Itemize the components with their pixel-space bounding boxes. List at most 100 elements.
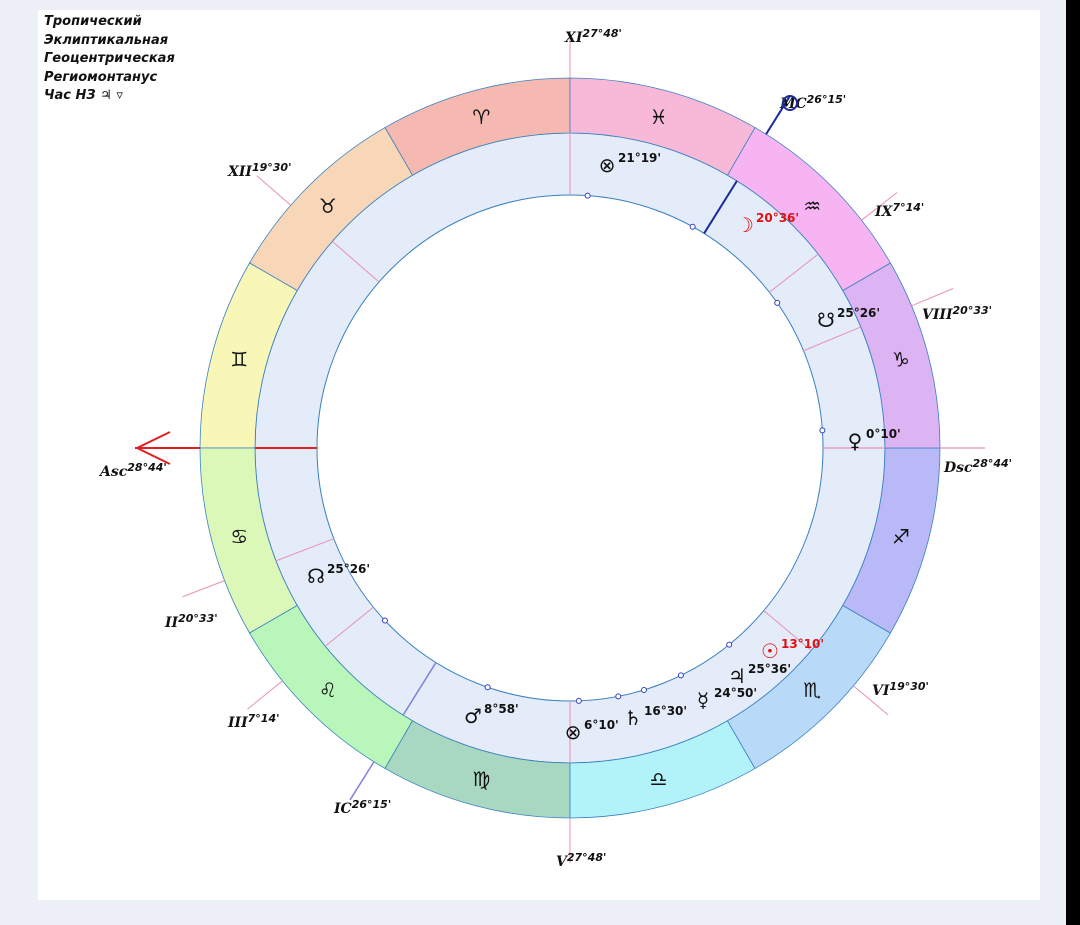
cusp-label-dsc: Dsc28°44' xyxy=(943,457,1012,476)
cusp-name: VIII xyxy=(922,307,953,323)
cusp-degree: 28°44' xyxy=(973,457,1012,470)
jupiter-icon: ♃ xyxy=(728,664,746,688)
cusp-line-outer-mc xyxy=(765,95,791,135)
gemini-icon: ♊ xyxy=(230,347,248,371)
capricorn-icon: ♑ xyxy=(892,347,910,371)
saturn-icon: ♄ xyxy=(624,706,642,730)
info-coordinates: Эклиптикальная xyxy=(44,32,169,48)
info-hour: Час НЗ ♃ ▿ xyxy=(44,88,123,103)
cusp-degree: 20°33' xyxy=(178,612,217,625)
cusp-label-viii: VIII20°33' xyxy=(922,304,992,323)
cusp-line-inner-ix xyxy=(769,253,819,293)
planet-degree: 20°36' xyxy=(756,211,799,225)
info-center: Геоцентрическая xyxy=(44,51,175,66)
cusp-name: IX xyxy=(874,204,894,220)
cusp-line-outer-ii xyxy=(182,580,225,598)
libra-icon: ♎ xyxy=(650,767,668,791)
north-node-icon: ☊ xyxy=(307,564,325,588)
cusp-label-v: V27°48' xyxy=(556,851,606,870)
info-zodiac: Тропический xyxy=(44,14,142,29)
planet-south-node: ☋25°26' xyxy=(774,299,880,332)
pisces-icon: ♓ xyxy=(650,105,668,129)
planet-degree: 24°50' xyxy=(714,686,757,700)
planet-position-dot xyxy=(381,617,388,624)
cusp-label-ii: II20°33' xyxy=(164,612,218,631)
planet-position-dot xyxy=(774,299,781,306)
taurus-icon: ♉ xyxy=(319,194,337,218)
planet-degree: 25°26' xyxy=(837,306,880,320)
cusp-name: III xyxy=(227,715,248,731)
cusp-line-inner-ic xyxy=(402,662,437,716)
cusp-line-inner-ii xyxy=(275,538,334,562)
planet-position-dot xyxy=(689,223,696,230)
cusp-degree: 20°33' xyxy=(953,304,992,317)
aquarius-icon: ♒ xyxy=(803,194,821,218)
cusp-label-xii: XII19°30' xyxy=(227,161,291,180)
planet-moon: ☽20°36' xyxy=(689,211,799,237)
aries-icon: ♈ xyxy=(472,105,490,129)
info-house-system: Региомонтанус xyxy=(44,69,158,85)
cusp-name: XII xyxy=(227,164,252,180)
cancer-icon: ♋ xyxy=(230,525,248,549)
scorpio-icon: ♏ xyxy=(803,678,821,702)
mercury-icon: ☿ xyxy=(697,688,709,712)
cusp-degree: 26°15' xyxy=(352,798,391,811)
planet-degree: 21°19' xyxy=(618,151,661,165)
planet-part-of-fortune: ⊗21°19' xyxy=(584,151,661,199)
cusp-label-ic: IC26°15' xyxy=(333,798,391,817)
planet-position-dot xyxy=(584,192,591,199)
cusp-label-iii: III7°14' xyxy=(227,712,280,731)
cusp-name: VI xyxy=(872,683,890,699)
cusp-line-inner-viii xyxy=(803,326,862,352)
planet-position-dot xyxy=(640,686,647,693)
cusp-line-inner-mc xyxy=(703,180,738,234)
planet-position-dot xyxy=(726,641,733,648)
planet-north-node: ☊25°26' xyxy=(307,562,388,624)
cusp-label-ix: IX7°14' xyxy=(874,201,924,220)
cusp-degree: 19°30' xyxy=(252,161,291,174)
cusp-name: XI xyxy=(564,30,583,46)
cusp-name: IC xyxy=(333,801,352,817)
planet-degree: 0°10' xyxy=(866,427,901,441)
inner-circle xyxy=(316,194,824,702)
cusp-name: Asc xyxy=(98,464,128,480)
cusp-line-outer-xii xyxy=(256,175,292,206)
sun-icon: ☉ xyxy=(761,639,779,663)
cusp-line-outer-ix xyxy=(861,192,898,221)
mars-icon: ♂ xyxy=(464,704,482,728)
planet-position-dot xyxy=(615,693,622,700)
planet-degree: 8°58' xyxy=(484,702,519,716)
mc-marker-icon xyxy=(782,95,798,111)
moon-icon: ☽ xyxy=(736,213,754,237)
planet-jupiter: ♃25°36' xyxy=(677,662,791,688)
planet-position-dot xyxy=(677,672,684,679)
planet-degree: 16°30' xyxy=(644,704,687,718)
part-of-fortune-icon: ⊗ xyxy=(599,153,616,177)
planet-degree: 13°10' xyxy=(781,637,824,651)
cusp-line-inner-xii xyxy=(331,240,380,283)
cusp-degree: 26°15' xyxy=(807,93,846,106)
venus-icon: ♀ xyxy=(848,429,863,453)
cusp-line-outer-iii xyxy=(247,680,283,710)
cusp-name: II xyxy=(164,615,179,631)
cusp-line-outer-vi xyxy=(853,685,889,716)
cusp-degree: 19°30' xyxy=(889,680,928,693)
sign-segment-pisces xyxy=(569,77,756,176)
planet-part-of-spirit: ⊗6°10' xyxy=(565,697,619,744)
sagittarius-icon: ♐ xyxy=(892,525,910,549)
planet-sun: ☉13°10' xyxy=(726,637,824,663)
planet-position-dot xyxy=(819,427,826,434)
cusp-degree: 27°48' xyxy=(567,851,606,864)
planet-mars: ♂8°58' xyxy=(464,684,519,728)
cusp-line-outer-ic xyxy=(349,761,375,801)
part-of-spirit-icon: ⊗ xyxy=(565,720,582,744)
planet-degree: 25°36' xyxy=(748,662,791,676)
planet-saturn: ♄16°30' xyxy=(615,693,687,730)
planet-venus: ♀0°10' xyxy=(819,427,901,453)
planet-mercury: ☿ 24°50' xyxy=(640,686,757,712)
cusp-name: V xyxy=(556,854,569,870)
cusp-line-outer-viii xyxy=(911,288,954,307)
cusp-degree: 28°44' xyxy=(127,461,166,474)
screen-edge xyxy=(1066,0,1080,925)
